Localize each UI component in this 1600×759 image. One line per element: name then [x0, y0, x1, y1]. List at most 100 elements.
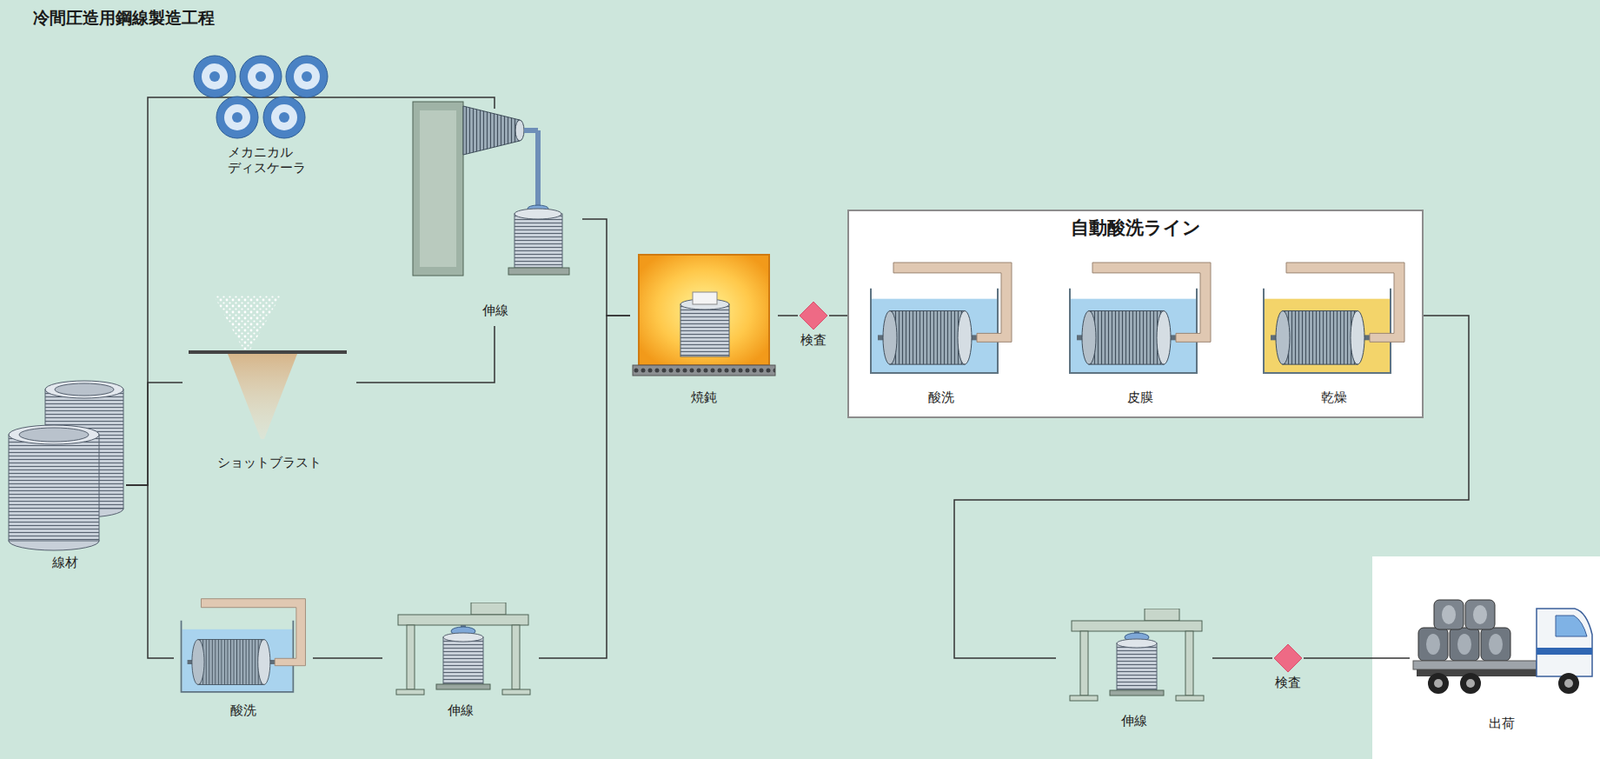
flow-line [1303, 657, 1410, 659]
flow-line [312, 657, 383, 659]
pickling-tank [181, 598, 306, 692]
blast-cone [227, 353, 298, 439]
roller [239, 55, 282, 98]
truck-bed [1413, 660, 1537, 670]
diagram-title: 冷間圧造用鋼線製造工程 [33, 6, 215, 30]
annealing-furnace [632, 254, 776, 376]
roller-hub [232, 112, 243, 123]
roller-hub [278, 112, 290, 123]
coil-hole [54, 383, 114, 396]
pickling-tank [870, 262, 1012, 373]
cab-window [1555, 615, 1587, 637]
cab-stripe [1536, 647, 1593, 655]
line-panel [847, 209, 1424, 419]
base-plate [508, 267, 570, 275]
step-label: 伸線 [1121, 712, 1148, 730]
process-step: メカニカル ディスケーラ [182, 52, 357, 179]
furnace-body [638, 254, 770, 366]
capstan-end [515, 119, 525, 141]
coil-load [1449, 627, 1480, 661]
flow-line [126, 382, 183, 485]
roller-face [271, 104, 298, 131]
coil-top [45, 380, 124, 399]
inspection-diamond: 検査 [1272, 643, 1304, 696]
roller [216, 96, 259, 139]
step-label: 酸洗 [230, 702, 257, 719]
wheel [1427, 672, 1449, 694]
inspection-mark [799, 301, 828, 330]
step-label: 検査 [800, 331, 827, 349]
coil-face [1457, 633, 1472, 655]
flow-line [538, 315, 631, 658]
flow-line [777, 314, 798, 317]
roller-hub [255, 71, 266, 82]
step-label: メカニカル ディスケーラ [227, 144, 312, 178]
step-label: 乾燥 [1321, 389, 1348, 406]
wheel-hub [1434, 678, 1443, 688]
process-step: 伸線 [408, 108, 583, 326]
coil-hole [19, 427, 89, 442]
drawing-machine [396, 602, 531, 695]
furnace-rollers [632, 365, 776, 376]
coil-top [8, 424, 100, 445]
step-label: 線材 [52, 554, 79, 571]
coil-load [1418, 627, 1448, 661]
coil-load [1465, 599, 1495, 630]
process-step: 乾燥 [1255, 256, 1413, 409]
process-step: 伸線 [1055, 605, 1213, 732]
process-step: 酸洗 [863, 256, 1020, 409]
roller-face [201, 63, 228, 90]
flow-line [356, 97, 495, 109]
coil-cap [692, 292, 718, 305]
step-label: 検査 [1274, 674, 1302, 691]
group-heading: 自動酸洗ライン [1070, 216, 1202, 240]
coil-load [1480, 627, 1511, 661]
shot-blast [188, 295, 347, 439]
coil-face [1473, 604, 1488, 625]
step-label: 酸洗 [928, 389, 955, 406]
flow-line [356, 325, 495, 383]
roller [285, 55, 328, 98]
descaler-rollers [182, 55, 357, 139]
line-group: 自動酸洗ライン酸洗 皮膜 乾燥 [847, 209, 1424, 419]
coating-tank [1069, 262, 1211, 373]
process-step: 線材 [4, 365, 127, 574]
roller [193, 55, 236, 98]
drying-tank [1263, 262, 1405, 373]
step-label: 皮膜 [1127, 389, 1154, 406]
diamond-shape [798, 300, 829, 331]
step-label: 出荷 [1488, 715, 1515, 732]
flow-line [1212, 657, 1273, 659]
coil-load [1434, 599, 1464, 630]
wheel-hub [1564, 678, 1574, 688]
roller-hub [301, 71, 313, 82]
process-step: 焼鈍 [630, 247, 778, 409]
machine-column [412, 101, 464, 276]
coil-top [514, 208, 562, 220]
step-label: 伸線 [447, 702, 474, 719]
process-step: 酸洗 [173, 590, 313, 722]
process-step: 皮膜 [1062, 256, 1219, 409]
wire-coil [514, 213, 563, 268]
drawing-machine [1069, 608, 1204, 701]
roller-face [293, 63, 320, 90]
step-label: 焼鈍 [690, 389, 718, 406]
roller-hub [209, 71, 220, 82]
shot-spray [213, 295, 281, 350]
flow-line [829, 314, 848, 317]
machine-panel [419, 110, 457, 267]
coil-body [8, 434, 100, 541]
truck-cab [1536, 608, 1593, 677]
process-step: ショットブラスト [182, 286, 357, 474]
wheel [1558, 672, 1580, 694]
flow-line [126, 97, 183, 485]
coil-face [1488, 633, 1503, 655]
wire-guide [535, 130, 541, 207]
wire-rod-coils [8, 380, 124, 551]
capstan-cone [463, 106, 520, 155]
roller-face [224, 104, 251, 131]
coil-face [1426, 633, 1441, 655]
process-step: 出荷 [1409, 595, 1594, 735]
